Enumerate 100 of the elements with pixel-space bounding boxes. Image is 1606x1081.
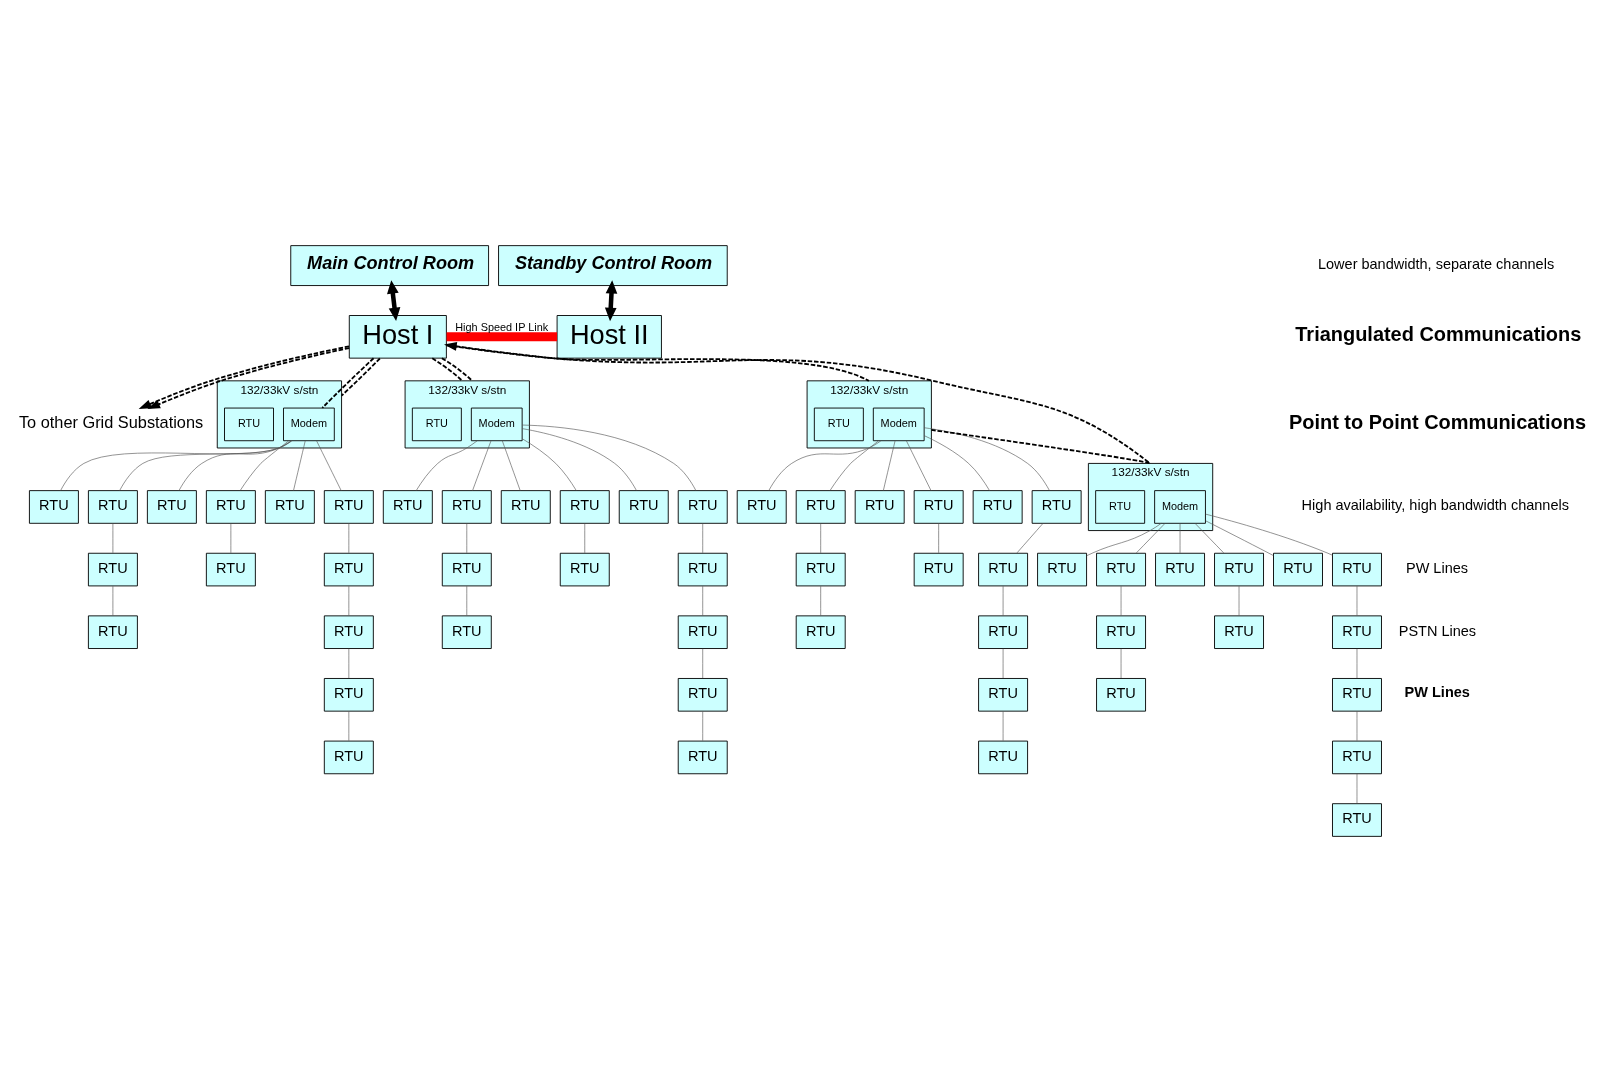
connector xyxy=(1002,710,1004,741)
node-box: RTU xyxy=(1096,614,1146,649)
node-box: RTU xyxy=(1273,552,1323,586)
node-box: RTU xyxy=(972,489,1023,524)
connector xyxy=(521,437,577,491)
connector xyxy=(431,356,464,382)
connector xyxy=(883,440,896,491)
connector xyxy=(466,522,468,553)
connector xyxy=(316,440,342,491)
connector xyxy=(415,440,478,491)
arrow xyxy=(604,279,618,321)
label: Triangulated Communications xyxy=(1295,322,1582,345)
connector xyxy=(1136,522,1166,553)
node-box: RTU xyxy=(1332,552,1382,586)
node-box: RTU xyxy=(28,489,79,524)
node-box: RTU xyxy=(677,614,728,649)
node-box: RTU xyxy=(1214,552,1264,586)
connector xyxy=(472,440,492,491)
node-box: RTU xyxy=(618,489,669,524)
node-box: RTU xyxy=(677,740,728,774)
node-box: Host II xyxy=(556,314,662,359)
connector xyxy=(321,356,375,409)
connector xyxy=(702,522,704,553)
connector xyxy=(1205,513,1333,556)
label: Lower bandwidth, separate channels xyxy=(1317,255,1555,272)
connector xyxy=(930,428,1151,464)
node-box: Modem xyxy=(283,407,335,441)
node-box: RTU xyxy=(978,614,1029,649)
node-box: RTU xyxy=(736,489,787,524)
connector xyxy=(1120,647,1122,678)
node-box: RTU xyxy=(795,552,846,586)
node-box: RTU xyxy=(795,614,846,649)
node-box: RTU xyxy=(813,407,864,441)
connector xyxy=(119,440,292,491)
label: PW Lines xyxy=(1404,683,1470,700)
node-box: RTU xyxy=(1096,552,1146,586)
connector xyxy=(1356,647,1358,678)
node-box: RTU xyxy=(1037,552,1088,586)
node-box: RTU xyxy=(87,552,138,586)
label: PW Lines xyxy=(1405,559,1469,576)
connector xyxy=(230,522,232,553)
node-box: RTU xyxy=(1214,614,1264,649)
node-box: RTU xyxy=(559,489,610,524)
connector xyxy=(923,434,990,491)
connector xyxy=(702,710,704,741)
node-box: RTU xyxy=(1096,677,1146,712)
node-box: RTU xyxy=(1332,740,1382,774)
connector xyxy=(768,440,882,491)
connector xyxy=(293,440,306,491)
connector xyxy=(240,440,290,491)
connector xyxy=(1016,522,1044,553)
node-box: RTU xyxy=(1332,677,1382,712)
node-box: RTU xyxy=(323,740,374,774)
edge-label: High Speed IP Link xyxy=(455,320,549,333)
connector xyxy=(1205,520,1274,556)
node-box: RTU xyxy=(224,407,274,441)
node-box: RTU xyxy=(205,552,256,586)
connector xyxy=(820,585,821,616)
label: PSTN Lines xyxy=(1398,622,1477,639)
node-box: RTU xyxy=(1155,552,1205,586)
connector xyxy=(178,440,292,491)
connector xyxy=(521,427,637,491)
connector xyxy=(348,585,350,616)
connector xyxy=(502,440,521,491)
node-box: RTU xyxy=(441,552,492,586)
node-box: RTU xyxy=(913,552,964,586)
connector xyxy=(348,710,350,741)
connector xyxy=(1356,773,1358,804)
node-box: RTU xyxy=(441,614,492,649)
node-box: RTU xyxy=(441,489,492,524)
node-box: RTU xyxy=(854,489,905,524)
node-box: Modem xyxy=(1154,489,1206,524)
connector xyxy=(1002,585,1004,616)
connector xyxy=(112,585,114,616)
label: High availability, high bandwidth channels xyxy=(1301,496,1569,513)
node-box: RTU xyxy=(87,614,138,649)
node-box: RTU xyxy=(264,489,315,524)
label: Point to Point Communications xyxy=(1288,410,1587,433)
node-box: Modem xyxy=(470,407,523,441)
connector xyxy=(1002,647,1004,678)
node-box: RTU xyxy=(677,552,728,586)
node-box: Host I xyxy=(348,314,447,359)
connector xyxy=(1120,585,1122,616)
node-box: RTU xyxy=(205,489,256,524)
node-box: RTU xyxy=(500,489,551,524)
node-box: RTU xyxy=(677,677,728,712)
connector xyxy=(112,522,114,553)
connector xyxy=(1179,522,1181,553)
connector xyxy=(1356,710,1358,741)
connector xyxy=(1238,585,1240,616)
node-box: RTU xyxy=(677,489,728,524)
connector xyxy=(446,331,558,341)
node-box: RTU xyxy=(978,552,1029,586)
node-box: RTU xyxy=(978,677,1029,712)
node-box: RTU xyxy=(795,489,846,524)
node-box: Main Control Room xyxy=(290,244,490,286)
connector xyxy=(466,585,468,616)
node-box: RTU xyxy=(559,552,610,586)
connector xyxy=(1086,522,1162,556)
node-box: RTU xyxy=(146,489,197,524)
